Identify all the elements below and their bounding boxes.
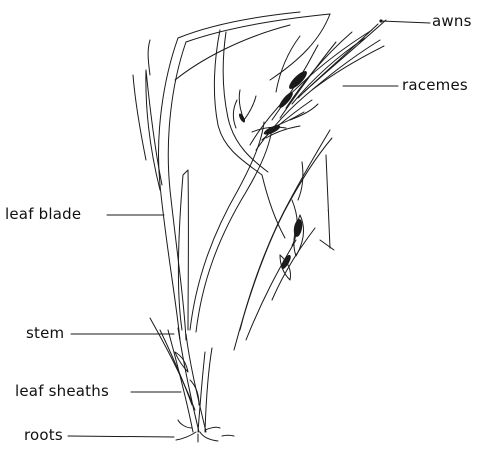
leaf-blades-drawing xyxy=(133,12,330,330)
leader-lines xyxy=(68,21,430,437)
label-awns: awns xyxy=(432,14,472,29)
label-leaf-blade: leaf blade xyxy=(5,207,81,222)
stem-drawing xyxy=(159,38,272,340)
scale-bar-mark: · xyxy=(325,210,330,211)
lower-branch-drawing xyxy=(234,130,334,350)
label-stem: stem xyxy=(26,326,64,341)
label-leaf-sheaths: leaf sheaths xyxy=(15,384,109,399)
racemes-drawing xyxy=(233,20,386,150)
awns-pointer-dot xyxy=(379,19,382,22)
leaf-sheaths-drawing xyxy=(150,318,212,432)
label-racemes: racemes xyxy=(402,78,468,93)
label-roots: roots xyxy=(24,428,63,443)
